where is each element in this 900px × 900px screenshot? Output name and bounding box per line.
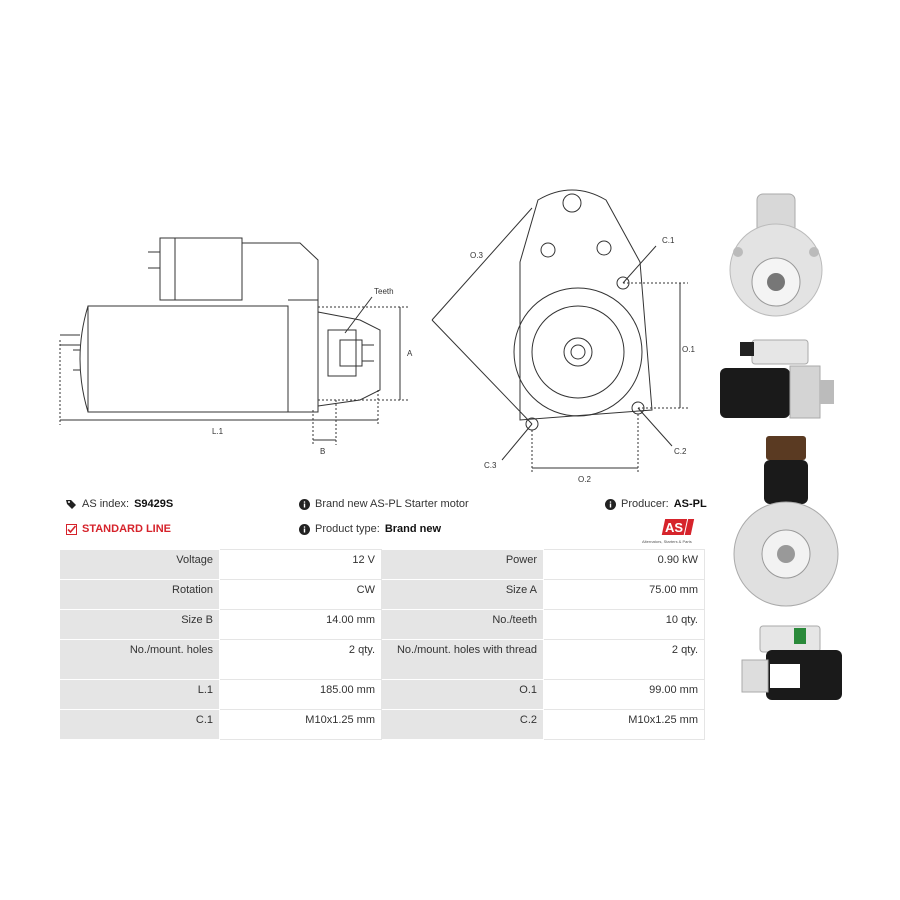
producer-value: AS-PL: [673, 498, 707, 510]
specs-table: Voltage 12 V Power 0.90 kW Rotation CW S…: [59, 549, 705, 740]
info-icon: [299, 498, 310, 510]
spec-key: C.1: [59, 709, 220, 740]
standard-line-label: STANDARD LINE: [82, 523, 172, 535]
spec-key: Rotation: [59, 579, 220, 610]
dim-c2-label: C.2: [674, 447, 687, 456]
product-photo-front: [729, 193, 823, 317]
table-row: C.1 M10x1.25 mm C.2 M10x1.25 mm: [59, 709, 705, 740]
product-photo-label: [741, 625, 842, 700]
table-row: No./mount. holes 2 qty. No./mount. holes…: [59, 639, 705, 680]
product-line: STANDARD LINE: [66, 523, 171, 535]
dim-o1-label: O.1: [682, 345, 695, 354]
checkbox-checked-icon: [66, 523, 77, 535]
dim-o3-label: O.3: [470, 251, 483, 260]
solenoid-outline: [159, 237, 243, 301]
as-index: AS index: S9429S: [66, 498, 173, 510]
svg-text:AS: AS: [665, 520, 683, 535]
spec-key: Size A: [381, 579, 544, 610]
motor-body-outline: [87, 305, 289, 413]
table-row: Rotation CW Size A 75.00 mm: [59, 579, 705, 610]
flange-outline: [519, 189, 653, 421]
spec-key: O.1: [381, 679, 544, 710]
spec-value: 185.00 mm: [219, 679, 382, 710]
spec-key: No./teeth: [381, 609, 544, 640]
spec-key: Power: [381, 549, 544, 580]
tag-icon: [66, 499, 77, 510]
spec-value: 14.00 mm: [219, 609, 382, 640]
spec-value: 99.00 mm: [543, 679, 705, 710]
front-bore-outline: [513, 287, 643, 417]
spec-value: CW: [219, 579, 382, 610]
spec-value: 75.00 mm: [543, 579, 705, 610]
producer-label: Producer:: [621, 498, 669, 510]
as-index-value: S9429S: [134, 498, 174, 510]
producer: Producer: AS-PL: [605, 498, 707, 510]
dim-c1-label: C.1: [662, 236, 675, 245]
as-index-label: AS index:: [82, 498, 130, 510]
as-pl-logo: AS Alternators, Starters & Parts: [642, 519, 695, 544]
spec-key: Voltage: [59, 549, 220, 580]
spec-key: No./mount. holes: [59, 639, 220, 680]
svg-text:Alternators, Starters & Parts: Alternators, Starters & Parts: [642, 539, 692, 544]
dim-b-label: B: [320, 447, 325, 456]
spec-value: 12 V: [219, 549, 382, 580]
table-row: Voltage 12 V Power 0.90 kW: [59, 549, 705, 580]
dim-l1-label: L.1: [212, 427, 224, 436]
product-type-value: Brand new: [384, 523, 442, 535]
spec-value: M10x1.25 mm: [219, 709, 382, 740]
table-row: L.1 185.00 mm O.1 99.00 mm: [59, 679, 705, 710]
dim-c3-label: C.3: [484, 461, 497, 470]
spec-key: Size B: [59, 609, 220, 640]
product-photo-rear: [733, 436, 839, 607]
spec-value: 0.90 kW: [543, 549, 705, 580]
dim-o2-label: O.2: [578, 475, 591, 484]
product-type-label: Product type:: [315, 523, 380, 535]
teeth-label: Teeth: [374, 287, 394, 296]
spec-value: M10x1.25 mm: [543, 709, 705, 740]
product-type: Product type: Brand new: [299, 523, 441, 535]
product-photo-side: [720, 339, 834, 419]
spec-key: No./mount. holes with thread: [381, 639, 544, 680]
spec-key: L.1: [59, 679, 220, 710]
description-text: Brand new AS-PL Starter motor: [315, 498, 469, 510]
info-icon: [605, 498, 616, 510]
product-description: Brand new AS-PL Starter motor: [299, 498, 469, 510]
info-icon: [299, 523, 310, 535]
spec-value: 2 qty.: [219, 639, 382, 680]
spec-value: 2 qty.: [543, 639, 705, 680]
spec-value: 10 qty.: [543, 609, 705, 640]
dim-a-label: A: [407, 349, 413, 358]
table-row: Size B 14.00 mm No./teeth 10 qty.: [59, 609, 705, 640]
spec-key: C.2: [381, 709, 544, 740]
